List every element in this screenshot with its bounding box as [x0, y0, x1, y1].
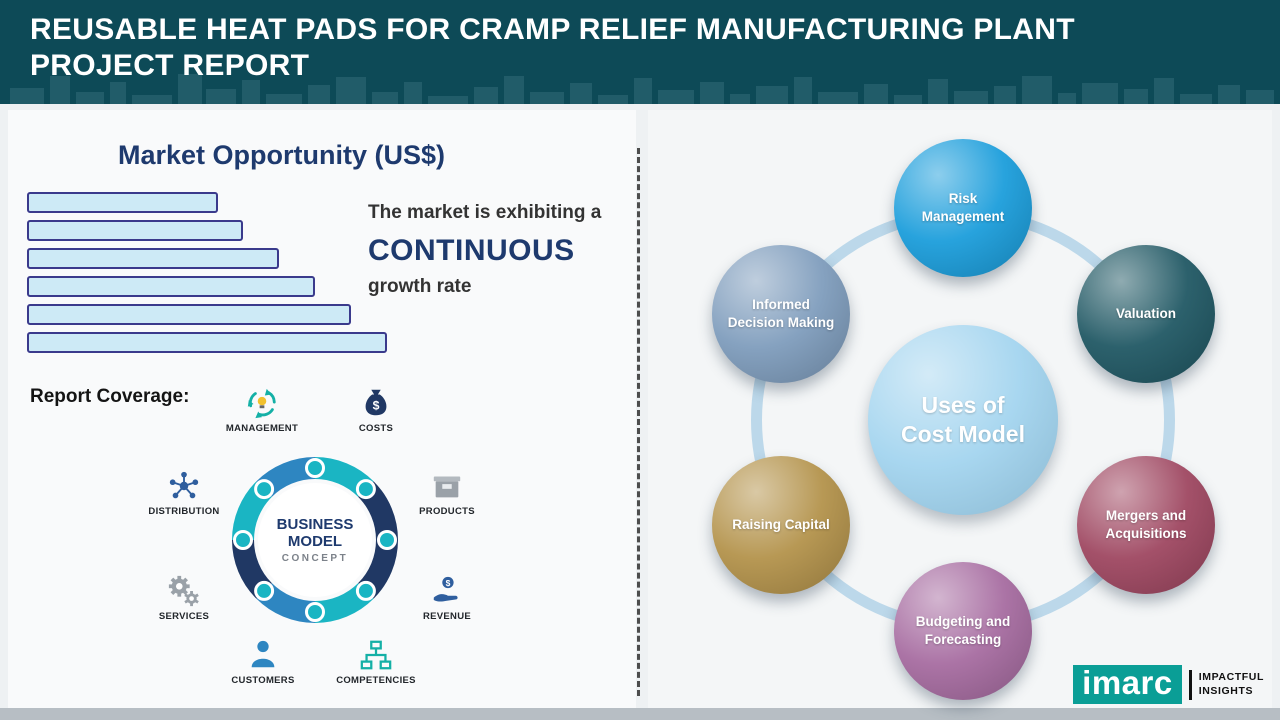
competencies-icon — [360, 640, 392, 670]
management-icon — [247, 388, 276, 419]
coverage-item-label: DISTRIBUTION — [148, 506, 220, 517]
growth-statement: The market is exhibiting a CONTINUOUS gr… — [368, 202, 648, 298]
coverage-item-management: MANAGEMENT — [217, 386, 307, 434]
report-coverage-label: Report Coverage: — [30, 386, 190, 407]
services-icon — [168, 575, 199, 607]
coverage-item-revenue: $ REVENUE — [402, 574, 492, 622]
cost-node-label: Informed Decision Making — [727, 297, 835, 330]
statement-suffix: growth rate — [368, 276, 472, 297]
svg-text:$: $ — [446, 578, 451, 588]
cost-center: Uses of Cost Model — [868, 325, 1058, 515]
cost-node: Informed Decision Making — [712, 245, 850, 383]
market-bar — [27, 276, 315, 297]
cost-node: Mergers and Acquisitions — [1077, 456, 1215, 594]
coverage-item-label: COMPETENCIES — [336, 675, 416, 686]
cost-node-label: Risk Management — [921, 191, 1005, 224]
coverage-item-products: PRODUCTS — [402, 469, 492, 517]
cost-node: Raising Capital — [712, 456, 850, 594]
imarc-tagline-line1: IMPACTFUL — [1198, 671, 1264, 684]
distribution-icon — [169, 471, 199, 499]
imarc-logo-separator — [1188, 669, 1192, 700]
cost-node-label: Budgeting and Forecasting — [915, 614, 1011, 647]
market-bar — [27, 332, 387, 353]
coverage-item-label: REVENUE — [422, 611, 472, 622]
section-divider — [637, 148, 640, 696]
imarc-tagline: IMPACTFUL INSIGHTS — [1199, 671, 1264, 697]
coverage-item-services: SERVICES — [139, 574, 229, 622]
header: REUSABLE HEAT PADS FOR CRAMP RELIEF MANU… — [0, 0, 1280, 104]
revenue-icon: $ — [433, 576, 458, 602]
market-opportunity-title: Market Opportunity (US$) — [118, 140, 446, 170]
coverage-item-label: MANAGEMENT — [225, 423, 299, 434]
market-bar — [27, 220, 243, 241]
page-title-line1: REUSABLE HEAT PADS FOR CRAMP RELIEF MANU… — [30, 13, 1075, 46]
city-skyline-graphic — [10, 74, 1274, 104]
coverage-item-label: CUSTOMERS — [231, 675, 295, 686]
cost-node: Risk Management — [894, 139, 1032, 277]
bottom-strip — [0, 708, 1280, 720]
imarc-logo: imarc IMPACTFUL INSIGHTS — [1073, 665, 1264, 704]
coverage-item-costs: $ COSTS — [331, 386, 421, 434]
business-model-ring — [232, 457, 398, 623]
cost-node-label: Valuation — [1115, 306, 1176, 322]
market-bar — [27, 192, 218, 213]
page-title-line2: PROJECT REPORT — [30, 49, 310, 82]
imarc-logo-box: imarc — [1073, 665, 1182, 704]
coverage-item-distribution: DISTRIBUTION — [139, 469, 229, 517]
statement-prefix: The market is exhibiting a — [368, 202, 602, 223]
customers-icon — [251, 640, 275, 668]
market-bar — [27, 304, 351, 325]
cost-node-label: Raising Capital — [732, 517, 830, 533]
cost-node: Budgeting and Forecasting — [894, 562, 1032, 700]
svg-text:$: $ — [373, 399, 380, 413]
cost-node-label: Mergers and Acquisitions — [1105, 508, 1187, 541]
products-icon — [433, 476, 461, 498]
cost-center-label: Uses of Cost Model — [901, 392, 1025, 447]
coverage-item-label: SERVICES — [158, 611, 210, 622]
costs-icon: $ — [365, 389, 387, 416]
coverage-item-competencies: COMPETENCIES — [331, 638, 421, 686]
imarc-tagline-line2: INSIGHTS — [1198, 684, 1254, 697]
page-title: REUSABLE HEAT PADS FOR CRAMP RELIEF MANU… — [30, 12, 1250, 84]
market-bar — [27, 248, 279, 269]
coverage-item-customers: CUSTOMERS — [218, 638, 308, 686]
coverage-item-label: COSTS — [358, 423, 394, 434]
market-bar-chart — [27, 192, 387, 360]
coverage-item-label: PRODUCTS — [419, 506, 475, 517]
cost-node: Valuation — [1077, 245, 1215, 383]
statement-highlight: CONTINUOUS — [368, 234, 575, 267]
